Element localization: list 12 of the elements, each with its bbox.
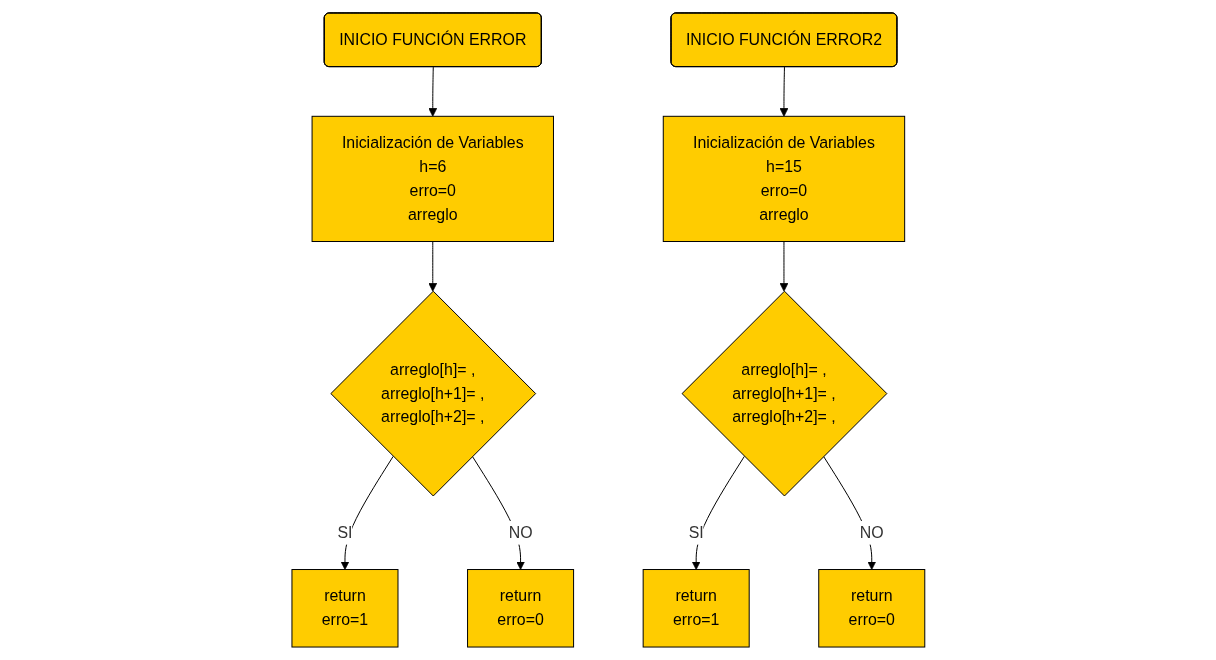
- node-box: Inicialización de Variables h=6 erro=0 arreglo: [311, 115, 554, 242]
- edge-label: NO: [859, 523, 884, 541]
- node-box: Inicialización de Variables h=15 erro=0 arreglo: [662, 115, 905, 242]
- edge-label: SI: [337, 523, 353, 541]
- node-diamond: arreglo[h]= , arreglo[h+1]= , arreglo[h+2]= ,: [681, 290, 887, 497]
- node-box: return erro=0: [466, 569, 574, 648]
- node-box: return erro=1: [642, 569, 750, 648]
- edge-label: SI: [688, 523, 704, 541]
- node-diamond: arreglo[h]= , arreglo[h+1]= , arreglo[h+2]= ,: [330, 290, 536, 497]
- node-box: return erro=0: [817, 569, 925, 648]
- node-box: return erro=1: [291, 569, 399, 648]
- edge-label: NO: [508, 523, 533, 541]
